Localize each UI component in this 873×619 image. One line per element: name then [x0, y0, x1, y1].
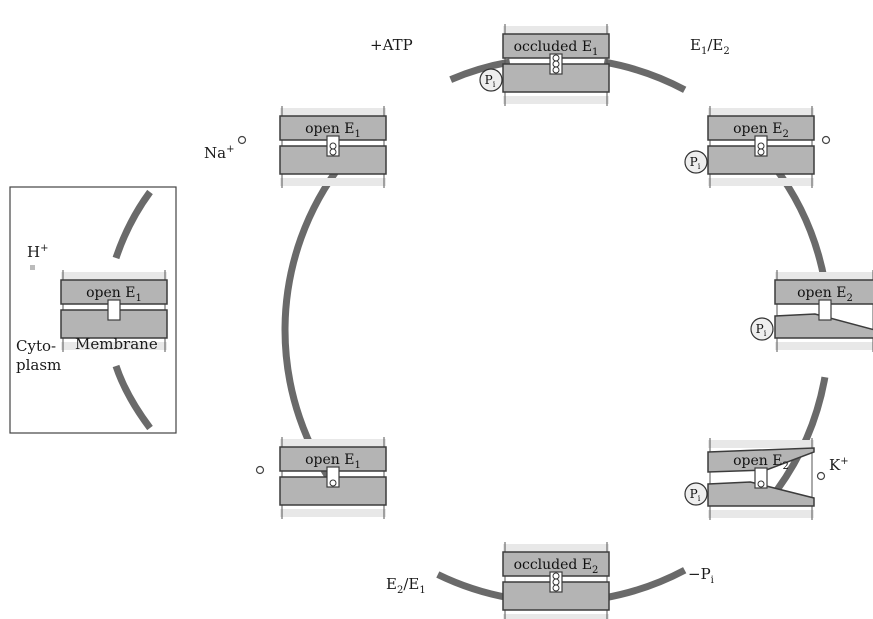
ion-in-pocket	[758, 149, 764, 155]
membrane-band	[708, 178, 814, 186]
free-ion	[239, 137, 246, 144]
free-ion	[818, 473, 825, 480]
membrane-band	[503, 26, 609, 34]
free-ion	[823, 137, 830, 144]
ion-in-pocket	[553, 573, 559, 579]
membrane-band	[280, 108, 386, 116]
ring-arc	[438, 575, 510, 598]
cytoplasm-label: Cyto-plasm	[16, 337, 61, 375]
membrane-band	[503, 96, 609, 104]
ion-in-pocket	[553, 585, 559, 591]
state-bottom: occluded E2	[503, 542, 609, 619]
membrane-band	[280, 178, 386, 186]
inset-arc-top	[116, 192, 150, 258]
membrane-band	[708, 108, 814, 116]
state-lower-left: open E1	[280, 437, 386, 519]
membrane-band	[280, 509, 386, 517]
membrane-band	[503, 544, 609, 552]
proton-marker	[30, 265, 35, 270]
membrane-band	[61, 272, 167, 280]
membrane-band	[503, 614, 609, 619]
binding-pocket	[819, 300, 831, 320]
ion-in-pocket	[553, 579, 559, 585]
ring-arc	[604, 62, 685, 90]
membrane-band	[280, 439, 386, 447]
ring-arc	[777, 377, 825, 490]
free-ion	[257, 467, 264, 474]
atp-label: +ATP	[370, 38, 413, 53]
ion-in-pocket	[553, 55, 559, 61]
e2-e1-label: E2/E1	[386, 577, 426, 596]
h-ion-label: H+	[27, 244, 48, 260]
membrane-label: Membrane	[75, 337, 158, 352]
membrane-band	[708, 510, 814, 518]
membrane-band	[708, 440, 814, 448]
membrane-band	[775, 272, 873, 280]
ion-in-pocket	[330, 143, 336, 149]
inset-arc-bottom	[116, 366, 150, 428]
membrane-band	[775, 342, 873, 350]
ring-arc	[604, 570, 685, 598]
ion-in-pocket	[758, 481, 764, 487]
ion-in-pocket	[553, 61, 559, 67]
ion-in-pocket	[330, 480, 336, 486]
ion-in-pocket	[758, 143, 764, 149]
minus-pi-label: −Pi	[688, 567, 714, 586]
binding-pocket	[108, 300, 120, 320]
na-ion-label: Na+	[204, 145, 234, 161]
k-ion-label: K+	[829, 457, 849, 473]
e1-e2-label: E1/E2	[690, 38, 730, 57]
ion-in-pocket	[553, 67, 559, 73]
ion-in-pocket	[330, 149, 336, 155]
